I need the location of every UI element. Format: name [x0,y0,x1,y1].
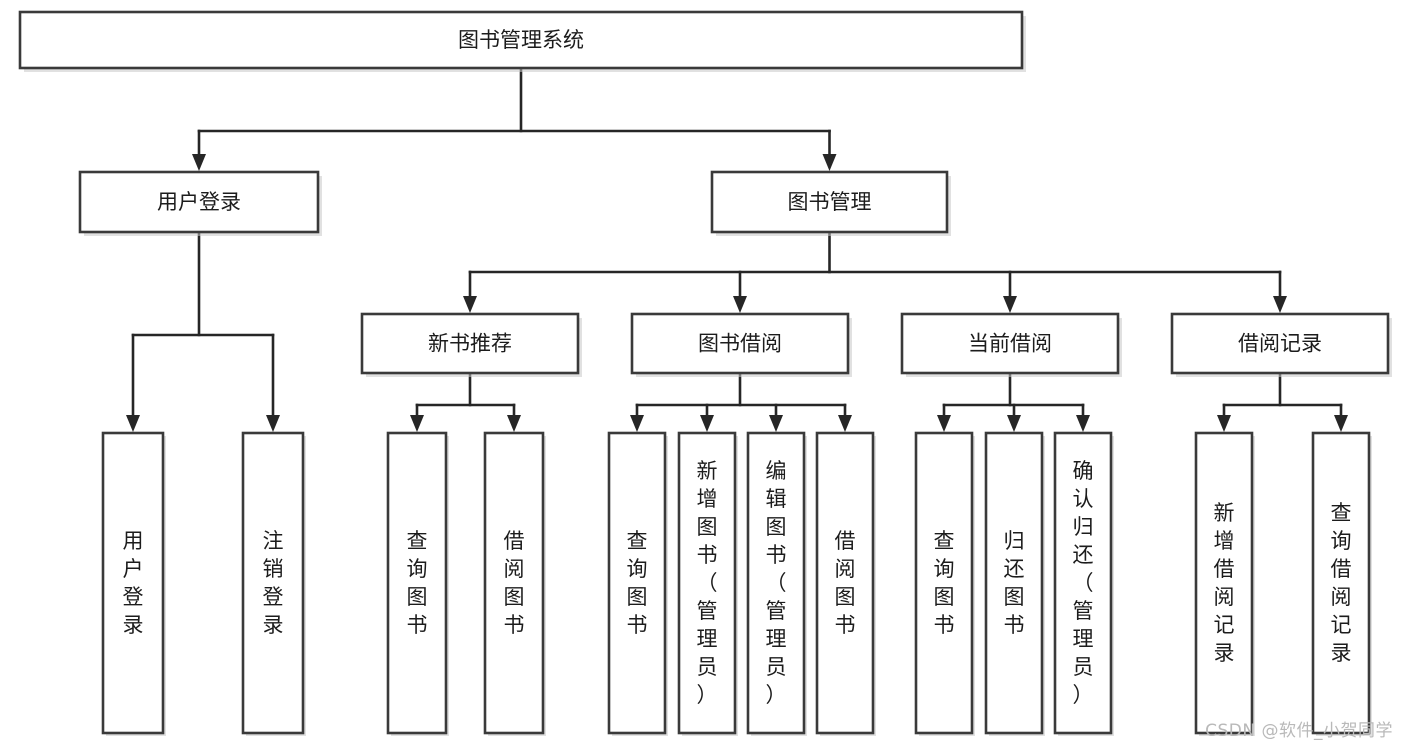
leaf-edit-book-admin-rect[interactable] [746,431,806,735]
leaf-add-book-admin-rect[interactable] [677,431,737,735]
node-current-borrow-rect[interactable] [900,312,1120,375]
node-book-borrow[interactable]: 图书借阅 [630,312,852,377]
leaf-borrow-book-1-label: 借阅图书 [504,529,525,637]
arrow-head-icon [1217,415,1231,432]
node-book-borrow-rect[interactable] [630,312,850,375]
connector-links-layer [126,66,1348,432]
leaf-query-book-2-rect[interactable] [607,431,667,735]
node-user-login[interactable]: 用户登录 [78,170,322,236]
leaf-query-book-1-label: 查询图书 [407,529,428,637]
arrow-head-icon [1273,296,1287,313]
node-borrow-record-rect[interactable] [1170,312,1390,375]
root-node-book-management-system[interactable]: 图书管理系统 [18,10,1026,72]
arrow-head-icon [937,415,951,432]
leaf-confirm-return-admin[interactable]: 确认归还（管理员） [1053,431,1114,736]
leaf-edit-book-admin[interactable]: 编辑图书（管理员） [746,431,807,736]
leaf-query-book-2[interactable]: 查询图书 [607,431,668,736]
node-user-login-rect[interactable] [78,170,320,234]
leaf-add-record-rect[interactable] [1194,431,1254,735]
node-borrow-record[interactable]: 借阅记录 [1170,312,1392,377]
root-node-book-management-system-rect[interactable] [18,10,1024,70]
node-borrow-record-label: 借阅记录 [1238,332,1322,356]
leaf-query-record[interactable]: 查询借阅记录 [1311,431,1372,736]
leaf-query-record-label: 查询借阅记录 [1331,501,1352,665]
arrow-head-icon [769,415,783,432]
leaf-user-login-rect[interactable] [101,431,165,735]
arrow-head-icon [630,415,644,432]
leaf-confirm-return-admin-rect[interactable] [1053,431,1113,735]
arrow-head-icon [410,415,424,432]
leaf-add-book-admin[interactable]: 新增图书（管理员） [677,431,738,736]
node-user-login-label: 用户登录 [157,190,241,214]
leaf-return-book[interactable]: 归还图书 [984,431,1045,736]
leaf-borrow-book-1[interactable]: 借阅图书 [483,431,546,736]
arrow-head-icon [1007,415,1021,432]
arrow-head-icon [838,415,852,432]
arrow-head-icon [1003,296,1017,313]
leaf-query-book-1[interactable]: 查询图书 [386,431,449,736]
node-current-borrow-label: 当前借阅 [968,332,1052,356]
leaf-query-book-2-label: 查询图书 [627,529,648,637]
arrow-head-icon [266,415,280,432]
node-book-management-label: 图书管理 [788,190,872,214]
leaf-borrow-book-2[interactable]: 借阅图书 [815,431,876,736]
node-book-management[interactable]: 图书管理 [710,170,951,236]
node-new-book-recommend-rect[interactable] [360,312,580,375]
leaf-confirm-return-admin-label: 确认归还（管理员） [1073,459,1094,707]
leaf-query-book-3-rect[interactable] [914,431,974,735]
leaf-query-book-3-label: 查询图书 [934,529,955,637]
arrow-head-icon [1334,415,1348,432]
arrow-head-icon [192,154,206,171]
root-node-book-management-system-label: 图书管理系统 [458,28,584,52]
leaf-return-book-rect[interactable] [984,431,1044,735]
leaf-return-book-label: 归还图书 [1004,529,1025,637]
leaf-add-book-admin-label: 新增图书（管理员） [697,459,718,707]
leaf-add-record[interactable]: 新增借阅记录 [1194,431,1255,736]
leaf-borrow-book-1-rect[interactable] [483,431,545,735]
leaf-user-login-label: 用户登录 [123,529,144,637]
leaf-borrow-book-2-label: 借阅图书 [835,529,856,637]
leaf-logout-label: 注销登录 [263,529,284,637]
leaf-logout[interactable]: 注销登录 [241,431,306,736]
node-new-book-recommend[interactable]: 新书推荐 [360,312,582,377]
leaf-query-book-3[interactable]: 查询图书 [914,431,975,736]
node-book-borrow-label: 图书借阅 [698,332,782,356]
arrow-head-icon [1076,415,1090,432]
leaf-add-record-label: 新增借阅记录 [1214,501,1235,665]
node-book-management-rect[interactable] [710,170,949,234]
arrow-head-icon [126,415,140,432]
arrow-head-icon [463,296,477,313]
node-boxes-layer: 图书管理系统用户登录图书管理新书推荐图书借阅当前借阅借阅记录用户登录注销登录查询… [18,10,1392,736]
arrow-head-icon [700,415,714,432]
leaf-logout-rect[interactable] [241,431,305,735]
arrow-head-icon [733,296,747,313]
arrow-head-icon [507,415,521,432]
leaf-user-login[interactable]: 用户登录 [101,431,166,736]
node-new-book-recommend-label: 新书推荐 [428,332,512,356]
leaf-edit-book-admin-label: 编辑图书（管理员） [766,459,787,707]
leaf-borrow-book-2-rect[interactable] [815,431,875,735]
leaf-query-record-rect[interactable] [1311,431,1371,735]
arrow-head-icon [822,154,837,171]
leaf-query-book-1-rect[interactable] [386,431,448,735]
node-current-borrow[interactable]: 当前借阅 [900,312,1122,377]
